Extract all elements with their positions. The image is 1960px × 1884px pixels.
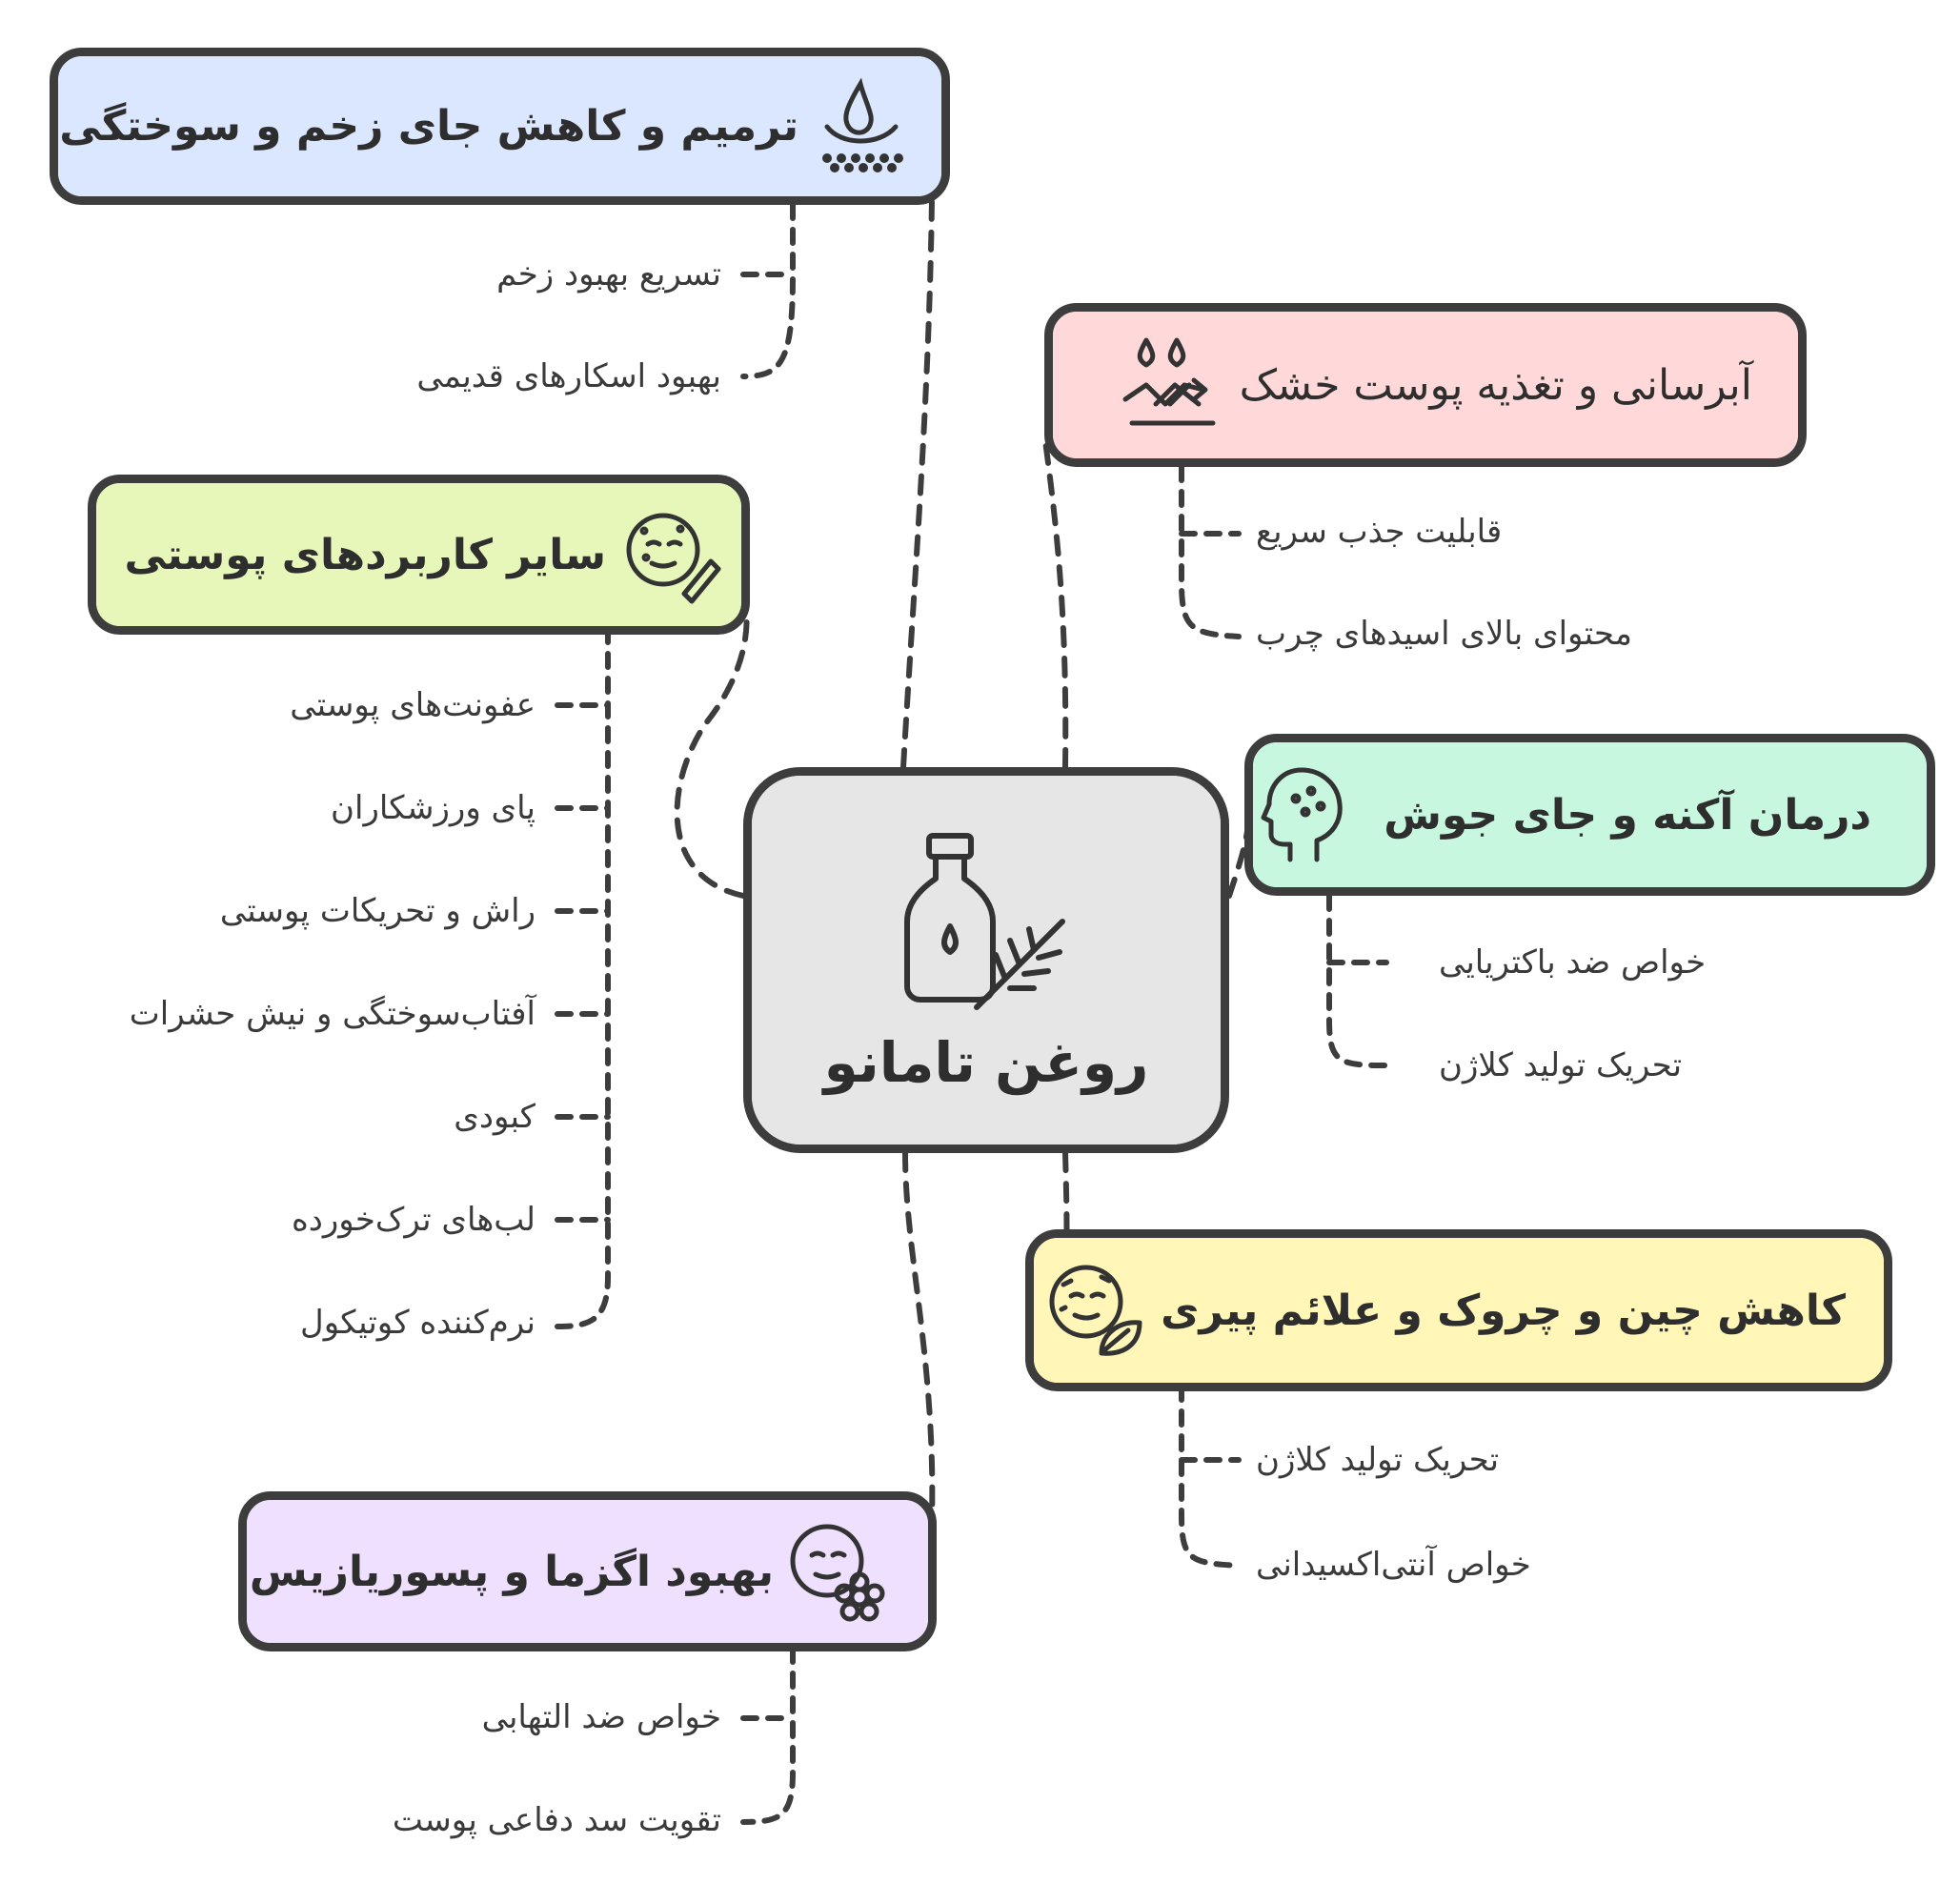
branch-wrinkle-title: کاهش چین و چروک و علائم پیری <box>1161 1286 1846 1335</box>
branch-wrinkle-content: کاهش چین و چروک و علائم پیری <box>1034 1238 1884 1383</box>
branch-eczema-title: بهبود اگزما و پسوریازیس <box>249 1547 774 1596</box>
connector-center-hydration <box>1041 431 1069 770</box>
face-care-icon <box>626 513 721 604</box>
stub-eczema <box>740 1646 796 1825</box>
leaf-wrinkle-2: خواص آنتی‌اکسیدانی <box>1256 1546 1531 1584</box>
leaf-wound-1: تسریع بهبود زخم <box>496 255 721 294</box>
leaf-other-4: آفتاب‌سوختگی و نیش حشرات <box>129 995 535 1033</box>
leaf-other-3: راش و تحریکات پوستی <box>219 892 535 930</box>
branch-other-content: سایر کاربردهای پوستی <box>96 483 741 626</box>
leaf-other-2: پای ورزشکاران <box>331 789 535 827</box>
branch-other-fill <box>96 483 741 626</box>
healing-droplet-icon <box>822 77 903 172</box>
branch-eczema-fill <box>247 1500 928 1643</box>
branch-wrinkle: کاهش چین و چروک و علائم پیری <box>1025 1229 1892 1391</box>
face-leaf-icon <box>1049 1265 1142 1356</box>
leaf-other-6: لب‌های ترک‌خورده <box>291 1201 535 1239</box>
branch-eczema: بهبود اگزما و پسوریازیس <box>238 1491 937 1651</box>
leaf-acne-2: تحریک تولید کلاژن <box>1439 1046 1683 1084</box>
oil-bottle-with-leaf-icon <box>904 832 1065 1010</box>
stub-other <box>555 626 611 1329</box>
leaf-wound-2: بهبود اسکارهای قدیمی <box>416 357 721 395</box>
stub-wound <box>740 202 796 379</box>
center-title: روغن تامانو <box>823 1029 1149 1095</box>
leaf-other-7: نرم‌کننده کوتیکول <box>300 1304 535 1342</box>
branch-hydration: آبرسانی و تغذیه پوست خشک <box>1044 303 1807 467</box>
leaf-eczema-2: تقویت سد دفاعی پوست <box>392 1801 721 1839</box>
connector-center-other <box>674 588 750 899</box>
face-flower-icon <box>790 1524 885 1622</box>
branch-hydration-content: آبرسانی و تغذیه پوست خشک <box>1053 312 1798 458</box>
leaf-other-1: عفونت‌های پوستی <box>290 686 535 724</box>
branch-wound-title: ترمیم و کاهش جای زخم و سوختگی <box>59 102 798 151</box>
branch-acne-content: درمان آکنه و جای جوش <box>1253 742 1927 887</box>
stub-acne <box>1326 893 1389 1068</box>
stub-hydration <box>1179 464 1242 639</box>
leaf-other-5: کبودی <box>454 1098 535 1136</box>
connector-center-eczema <box>902 1150 936 1585</box>
branch-wound: ترمیم و کاهش جای زخم و سوختگی <box>50 48 950 205</box>
branch-hydration-title: آبرسانی و تغذیه پوست خشک <box>1239 360 1752 410</box>
leaf-wrinkle-1: تحریک تولید کلاژن <box>1256 1441 1500 1479</box>
stub-wrinkle <box>1179 1384 1242 1569</box>
center-node-fill <box>752 776 1221 1145</box>
water-drops-skin-icon <box>1122 337 1216 426</box>
leaf-acne-1: خواص ضد باکتریایی <box>1439 943 1707 982</box>
connector-center-wound <box>900 197 935 770</box>
head-acne-icon <box>1261 767 1343 862</box>
branch-wound-fill <box>58 56 941 196</box>
leaf-hydration-1: قابلیت جذب سریع <box>1256 513 1503 551</box>
leaf-hydration-2: محتوای بالای اسیدهای چرب <box>1256 615 1633 653</box>
branch-wrinkle-fill <box>1034 1238 1884 1383</box>
branch-other: سایر کاربردهای پوستی <box>88 475 750 635</box>
branch-acne: درمان آکنه و جای جوش <box>1244 734 1935 896</box>
branch-acne-title: درمان آکنه و جای جوش <box>1384 790 1871 840</box>
branch-acne-fill <box>1253 742 1927 887</box>
branch-wound-content: ترمیم و کاهش جای زخم و سوختگی <box>58 56 941 196</box>
center-node: روغن تامانو <box>743 767 1229 1153</box>
branch-other-title: سایر کاربردهای پوستی <box>124 530 606 579</box>
leaf-eczema-1: خواص ضد التهابی <box>481 1698 721 1736</box>
branch-eczema-content: بهبود اگزما و پسوریازیس <box>247 1500 928 1643</box>
